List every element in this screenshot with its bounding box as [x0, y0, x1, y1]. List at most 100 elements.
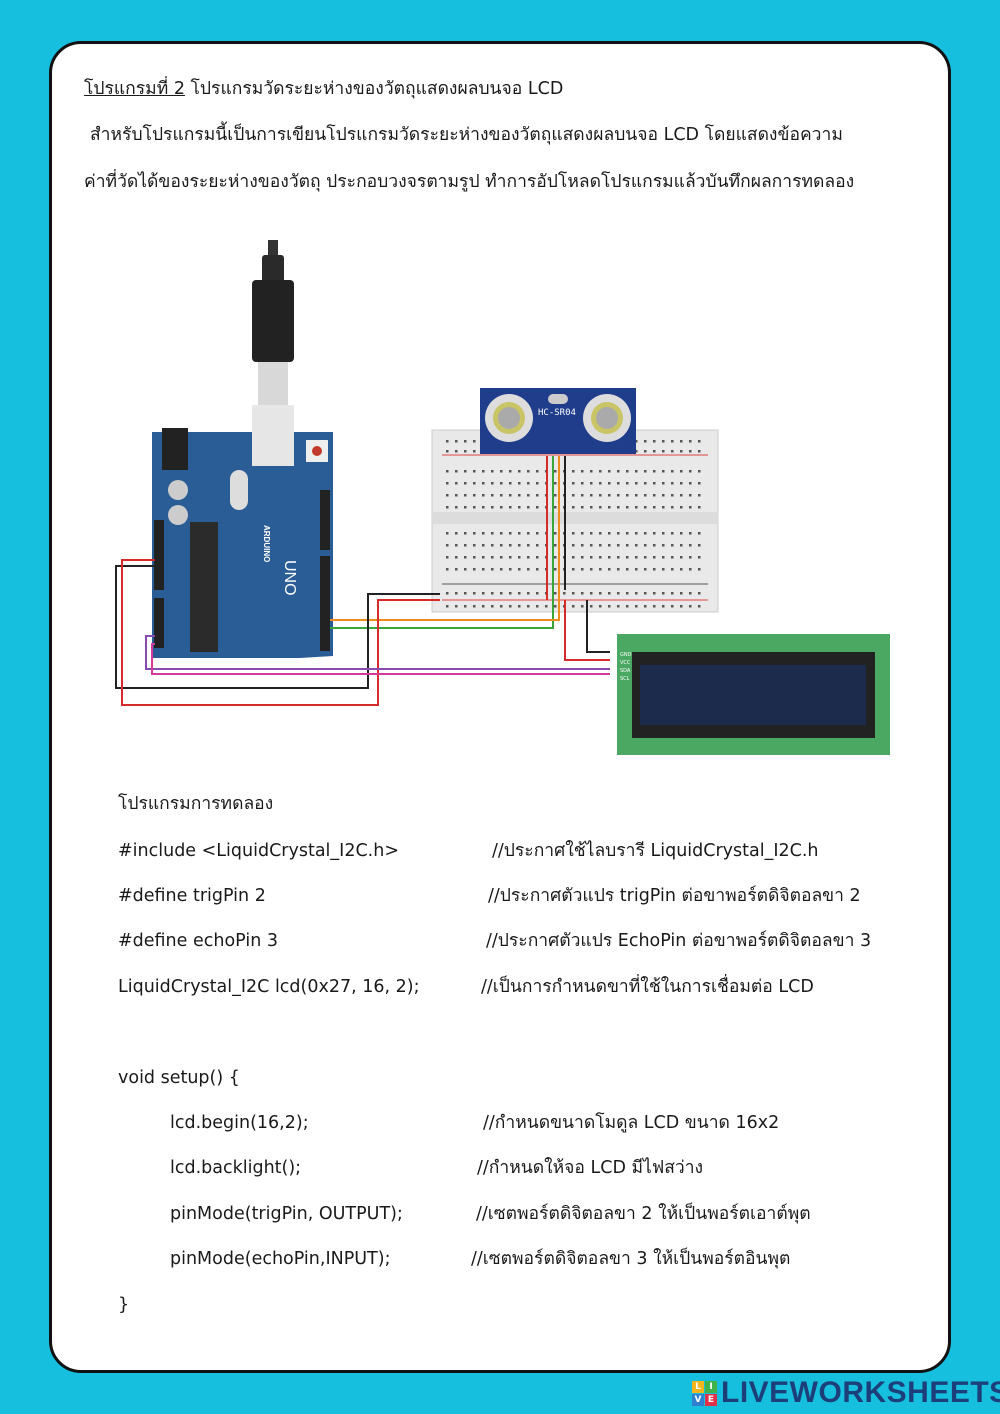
- breadboard-hole: [644, 482, 647, 485]
- breadboard-hole: [581, 506, 584, 509]
- ultrasonic-sensor: HC-SR04: [480, 388, 636, 454]
- breadboard-hole: [644, 544, 647, 547]
- breadboard-hole: [644, 592, 647, 595]
- breadboard-hole: [491, 544, 494, 547]
- breadboard-hole: [626, 568, 629, 571]
- breadboard-hole: [617, 532, 620, 535]
- board-label: UNO: [281, 560, 298, 596]
- breadboard-hole: [473, 470, 476, 473]
- breadboard-hole: [662, 450, 665, 453]
- breadboard-hole: [527, 506, 530, 509]
- breadboard-hole: [554, 592, 557, 595]
- breadboard-hole: [590, 482, 593, 485]
- breadboard-hole: [473, 592, 476, 595]
- breadboard-hole: [455, 450, 458, 453]
- breadboard-hole: [581, 544, 584, 547]
- breadboard-hole: [464, 544, 467, 547]
- breadboard-hole: [446, 605, 449, 608]
- breadboard-hole: [626, 482, 629, 485]
- breadboard-hole: [662, 532, 665, 535]
- logo-word: LIVEWORKSHEETS: [721, 1376, 1000, 1409]
- breadboard-hole: [671, 494, 674, 497]
- breadboard-hole: [455, 470, 458, 473]
- breadboard-hole: [689, 532, 692, 535]
- breadboard-hole: [626, 532, 629, 535]
- breadboard-hole: [680, 568, 683, 571]
- breadboard-hole: [590, 592, 593, 595]
- logo-block: L: [692, 1380, 704, 1393]
- breadboard-hole: [662, 592, 665, 595]
- breadboard-hole: [644, 470, 647, 473]
- breadboard-hole: [590, 556, 593, 559]
- breadboard-hole: [626, 556, 629, 559]
- breadboard-hole: [653, 532, 656, 535]
- breadboard-hole: [644, 440, 647, 443]
- breadboard-hole: [599, 506, 602, 509]
- breadboard-hole: [662, 494, 665, 497]
- code-line: void setup() {: [118, 1068, 240, 1088]
- breadboard-hole: [671, 592, 674, 595]
- breadboard-hole: [518, 605, 521, 608]
- breadboard-hole: [599, 568, 602, 571]
- code-comment: //ประกาศตัวแปร trigPin ต่อขาพอร์ตดิจิตอล…: [488, 886, 861, 906]
- breadboard-hole: [617, 470, 620, 473]
- breadboard-hole: [554, 506, 557, 509]
- breadboard-hole: [698, 440, 701, 443]
- program-title: โปรแกรมวัดระยะห่างของวัตถุแสดงผลบนจอ LCD: [190, 79, 564, 99]
- breadboard-hole: [653, 506, 656, 509]
- breadboard-hole: [518, 544, 521, 547]
- breadboard-hole: [464, 592, 467, 595]
- breadboard-hole: [608, 592, 611, 595]
- breadboard-hole: [689, 556, 692, 559]
- breadboard-hole: [653, 605, 656, 608]
- breadboard-hole: [536, 506, 539, 509]
- breadboard-hole: [626, 470, 629, 473]
- breadboard-hole: [581, 568, 584, 571]
- breadboard-hole: [509, 556, 512, 559]
- breadboard-hole: [671, 605, 674, 608]
- breadboard-hole: [500, 544, 503, 547]
- breadboard-hole: [617, 592, 620, 595]
- code-line: LiquidCrystal_I2C lcd(0x27, 16, 2);: [118, 977, 420, 997]
- breadboard-hole: [689, 494, 692, 497]
- breadboard-hole: [590, 506, 593, 509]
- breadboard-hole: [590, 544, 593, 547]
- breadboard-hole: [644, 494, 647, 497]
- breadboard-hole: [662, 544, 665, 547]
- breadboard-hole: [554, 605, 557, 608]
- breadboard-hole: [554, 470, 557, 473]
- breadboard-hole: [473, 482, 476, 485]
- breadboard-hole: [482, 544, 485, 547]
- breadboard-hole: [608, 532, 611, 535]
- breadboard-hole: [509, 532, 512, 535]
- breadboard-hole: [455, 592, 458, 595]
- breadboard-hole: [608, 506, 611, 509]
- breadboard-hole: [581, 605, 584, 608]
- breadboard-hole: [482, 470, 485, 473]
- breadboard-hole: [545, 605, 548, 608]
- logo-block: V: [692, 1393, 704, 1406]
- breadboard-hole: [464, 506, 467, 509]
- code-line: }: [118, 1295, 130, 1315]
- breadboard-hole: [599, 532, 602, 535]
- breadboard-hole: [482, 568, 485, 571]
- breadboard-hole: [491, 506, 494, 509]
- breadboard-hole: [527, 592, 530, 595]
- code-line: #define trigPin 2: [118, 886, 266, 906]
- breadboard-hole: [572, 592, 575, 595]
- breadboard-hole: [473, 605, 476, 608]
- breadboard-hole: [680, 440, 683, 443]
- breadboard-hole: [464, 482, 467, 485]
- breadboard-hole: [662, 470, 665, 473]
- breadboard-hole: [698, 568, 701, 571]
- breadboard-hole: [680, 494, 683, 497]
- breadboard-hole: [527, 532, 530, 535]
- breadboard-hole: [680, 470, 683, 473]
- breadboard-hole: [671, 556, 674, 559]
- breadboard-hole: [617, 506, 620, 509]
- breadboard-hole: [617, 568, 620, 571]
- breadboard-hole: [689, 605, 692, 608]
- breadboard-hole: [689, 440, 692, 443]
- breadboard-hole: [653, 544, 656, 547]
- breadboard-hole: [491, 470, 494, 473]
